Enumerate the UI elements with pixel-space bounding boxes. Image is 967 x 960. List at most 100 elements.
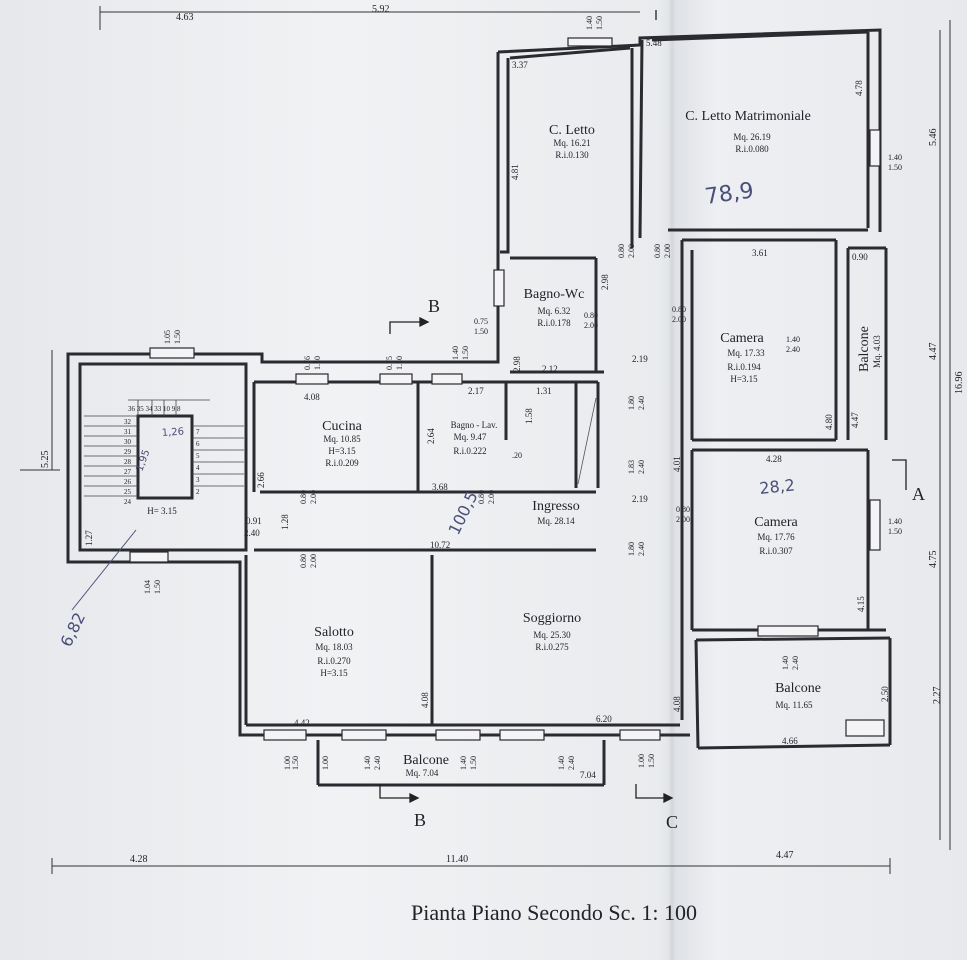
- dim-text: 2.19: [632, 494, 648, 504]
- step-number: 7: [196, 428, 200, 436]
- dim-text: 6.20: [596, 714, 612, 724]
- room-ri: R.i.0.270: [317, 656, 351, 666]
- opening-text: 1.50: [474, 327, 488, 336]
- dim-text: 2.12: [542, 364, 558, 374]
- dim-text: 4.63: [176, 12, 194, 23]
- opening-text: 2.40: [637, 542, 646, 556]
- dim-text: 4.66: [782, 736, 798, 746]
- opening-text: 0.80: [676, 505, 690, 514]
- opening-text: 0.80: [299, 554, 308, 568]
- step-number: 4: [196, 464, 200, 472]
- opening-text: 1.40: [888, 153, 902, 162]
- room-name: C. Letto: [549, 123, 595, 138]
- room-area: Mq. 6.32: [538, 306, 571, 316]
- room-area: Mq. 18.03: [315, 642, 353, 652]
- step-number: 5: [196, 452, 200, 460]
- dim-text: 4.15: [856, 596, 866, 612]
- dim-text: 3.68: [432, 482, 448, 492]
- opening-text: 0.80: [617, 244, 626, 258]
- dim-text: 2.64: [426, 428, 436, 444]
- paper-fold: [668, 0, 676, 960]
- opening-text: 1.04: [143, 580, 152, 594]
- step-number: 26: [124, 478, 132, 486]
- dim-text: 3.61: [752, 248, 768, 258]
- opening-text: 0.75: [474, 317, 488, 326]
- dim-text: 2.40: [244, 528, 260, 538]
- opening-text: 1.50: [153, 580, 162, 594]
- step-number: 2: [196, 488, 200, 496]
- dim-text: 4.78: [854, 80, 864, 96]
- opening-text: 2.40: [373, 756, 382, 770]
- room-area: Mq. 9.47: [454, 432, 487, 442]
- room-area: Mq. 28.14: [537, 516, 575, 526]
- room-name: Bagno - Lav.: [451, 420, 498, 430]
- opening-text: 1.50: [647, 754, 656, 768]
- room-height: H=3.15: [328, 446, 356, 456]
- step-number: 6: [196, 440, 200, 448]
- opening-labels: 1.40 1.50 1.40 1.50 1.40 1.50 1.05 1.50 …: [143, 16, 902, 770]
- room-height: H=3.15: [730, 374, 758, 384]
- opening-text: 1.40: [557, 756, 566, 770]
- room-name: C. Letto Matrimoniale: [685, 109, 811, 124]
- room-name: Camera: [754, 515, 798, 530]
- room-name: Bagno-Wc: [524, 287, 585, 302]
- handwritten-stroke: [71, 529, 137, 611]
- dim-text: 1.27: [84, 530, 94, 546]
- room-area: Mq. 10.85: [323, 434, 361, 444]
- step-number: 29: [124, 448, 132, 456]
- step-number: 32: [124, 418, 132, 426]
- dim-text: 4.28: [130, 854, 148, 865]
- dim-text: 2.50: [880, 686, 890, 702]
- dim-text: 10.72: [430, 540, 450, 550]
- room-ri: R.i.0.307: [759, 546, 793, 556]
- step-number: 30: [124, 438, 132, 446]
- dim-text: 1.31: [536, 386, 552, 396]
- opening-text: 1.40: [451, 346, 460, 360]
- handwritten-note: 6,82: [57, 609, 90, 649]
- handwritten-note: 1,26: [161, 426, 184, 439]
- walls: [66, 28, 892, 787]
- opening-text: 2.40: [637, 396, 646, 410]
- dim-text: 5.25: [40, 451, 51, 469]
- room-ri: R.i.0.194: [727, 362, 761, 372]
- opening-text: 2.40: [567, 756, 576, 770]
- dim-text: 4.75: [928, 551, 939, 569]
- plan-title: Pianta Piano Secondo Sc. 1: 100: [411, 900, 697, 925]
- room-area: Mq. 11.65: [776, 700, 813, 710]
- room-area: Mq. 26.19: [733, 132, 771, 142]
- inner-dimensions: 3.37 4.81 5.48 4.78 3.61 4.80 0.90 4.47 …: [84, 38, 890, 780]
- dim-text: 4.08: [672, 696, 682, 712]
- dim-text: 4.47: [850, 412, 860, 428]
- step-number: 24: [124, 498, 132, 506]
- door-swing: [577, 397, 597, 485]
- dim-text: 2.98: [600, 274, 610, 290]
- room-name: Ingresso: [532, 499, 579, 514]
- dim-text: 2.17: [468, 386, 484, 396]
- opening-text: 1.50: [291, 756, 300, 770]
- opening-text: 2.00: [584, 321, 598, 330]
- opening-text: 2.00: [627, 244, 636, 258]
- opening-text: 1.50: [395, 356, 404, 370]
- step-number: 25: [124, 488, 132, 496]
- room-height: H=3.15: [320, 668, 348, 678]
- section-label: C: [666, 812, 678, 832]
- room-name: Balcone: [775, 681, 821, 696]
- stair-steps: 36 35 34 33 10 9 8: [128, 405, 181, 413]
- dim-text: 4.80: [824, 414, 834, 430]
- dim-text: 11.40: [446, 854, 468, 865]
- handwritten-notes: 78,9 28,2 100,5 6,82 1,95 1,26: [57, 178, 796, 649]
- opening-text: 2.00: [487, 490, 496, 504]
- opening-text: 2.00: [676, 515, 690, 524]
- opening-text: 1.50: [173, 330, 182, 344]
- opening-text: 1.50: [888, 527, 902, 536]
- opening-text: .20: [512, 451, 522, 460]
- dim-text: 4.28: [766, 454, 782, 464]
- dim-text: 1.28: [280, 514, 290, 530]
- stair-treads: [84, 399, 244, 497]
- room-name: Salotto: [314, 625, 354, 640]
- section-label: B: [428, 296, 440, 316]
- opening-text: 1.40: [786, 335, 800, 344]
- room-area: Mq. 7.04: [406, 768, 439, 778]
- opening-text: 2.00: [663, 244, 672, 258]
